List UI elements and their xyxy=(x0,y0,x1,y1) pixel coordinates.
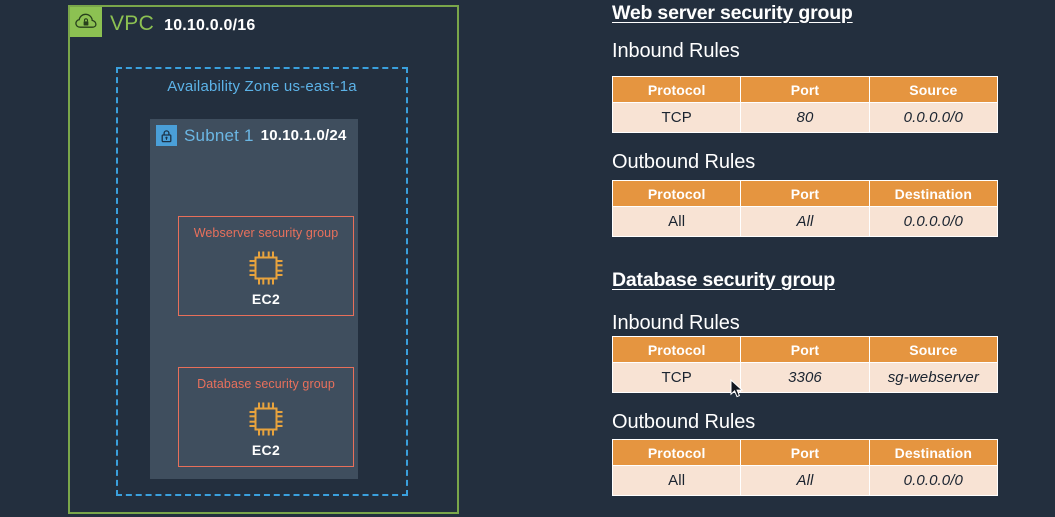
cpu-chip-icon xyxy=(247,400,285,438)
vpc-title: VPC 10.10.0.0/16 xyxy=(110,12,255,36)
table-header-row: Protocol Port Source xyxy=(611,336,999,363)
security-group-rules-panel: Web server security group Inbound Rules … xyxy=(611,0,1012,517)
availability-zone-container: Availability Zone us-east-1a Subnet 1 10… xyxy=(116,67,408,496)
cell-source: 0.0.0.0/0 xyxy=(868,102,999,133)
database-ec2-label: EC2 xyxy=(251,442,281,458)
column-header-protocol: Protocol xyxy=(611,439,742,466)
cell-protocol: All xyxy=(611,465,742,496)
column-header-protocol: Protocol xyxy=(611,336,742,363)
table-row: All All 0.0.0.0/0 xyxy=(611,206,999,237)
cell-port: 3306 xyxy=(740,362,870,393)
web-inbound-rules-subheading: Inbound Rules xyxy=(612,40,740,62)
cell-port: All xyxy=(740,465,870,496)
db-outbound-rules-subheading: Outbound Rules xyxy=(612,411,756,433)
cell-protocol: TCP xyxy=(611,102,742,133)
webserver-security-group-title: Webserver security group xyxy=(193,226,339,240)
column-header-port: Port xyxy=(740,439,870,466)
cell-port: 80 xyxy=(740,102,870,133)
web-server-security-group-heading: Web server security group xyxy=(612,2,853,24)
column-header-protocol: Protocol xyxy=(611,180,742,207)
database-security-group-title: Database security group xyxy=(197,377,335,391)
table-row: TCP 80 0.0.0.0/0 xyxy=(611,102,999,133)
table-header-row: Protocol Port Destination xyxy=(611,180,999,207)
table-header-row: Protocol Port Source xyxy=(611,76,999,103)
vpc-label: VPC xyxy=(110,12,155,35)
column-header-port: Port xyxy=(740,180,870,207)
padlock-icon xyxy=(156,125,177,146)
cell-port: All xyxy=(740,206,870,237)
table-row: All All 0.0.0.0/0 xyxy=(611,465,999,496)
database-security-group-box: Database security group xyxy=(178,367,354,467)
database-security-group-heading: Database security group xyxy=(612,269,835,291)
vpc-cidr: 10.10.0.0/16 xyxy=(164,17,256,34)
subnet-container: Subnet 1 10.10.1.0/24 Webserver security… xyxy=(150,119,358,479)
cell-protocol: All xyxy=(611,206,742,237)
column-header-protocol: Protocol xyxy=(611,76,742,103)
db-outbound-rules-table: Protocol Port Destination All All 0.0.0.… xyxy=(611,439,999,496)
table-header-row: Protocol Port Destination xyxy=(611,439,999,466)
table-row: TCP 3306 sg-webserver xyxy=(611,362,999,393)
column-header-source: Source xyxy=(868,76,999,103)
subnet-cidr: 10.10.1.0/24 xyxy=(260,127,347,144)
vpc-cloud-lock-icon xyxy=(70,7,102,37)
cpu-chip-icon xyxy=(247,249,285,287)
availability-zone-label: Availability Zone us-east-1a xyxy=(167,78,357,95)
webserver-security-group-box: Webserver security group xyxy=(178,216,354,316)
vpc-container: VPC 10.10.0.0/16 Availability Zone us-ea… xyxy=(68,5,459,514)
cell-source: sg-webserver xyxy=(868,362,999,393)
cell-protocol: TCP xyxy=(611,362,742,393)
db-inbound-rules-subheading: Inbound Rules xyxy=(612,312,740,334)
web-outbound-rules-subheading: Outbound Rules xyxy=(612,151,756,173)
cell-destination: 0.0.0.0/0 xyxy=(868,465,999,496)
db-inbound-rules-table: Protocol Port Source TCP 3306 sg-webserv… xyxy=(611,336,999,393)
column-header-destination: Destination xyxy=(868,180,999,207)
subnet-label: Subnet 1 xyxy=(184,125,254,145)
web-inbound-rules-table: Protocol Port Source TCP 80 0.0.0.0/0 xyxy=(611,76,999,133)
cell-destination: 0.0.0.0/0 xyxy=(868,206,999,237)
column-header-destination: Destination xyxy=(868,439,999,466)
column-header-source: Source xyxy=(868,336,999,363)
subnet-header: Subnet 1 10.10.1.0/24 xyxy=(156,125,346,146)
webserver-ec2-label: EC2 xyxy=(251,291,281,307)
web-outbound-rules-table: Protocol Port Destination All All 0.0.0.… xyxy=(611,180,999,237)
column-header-port: Port xyxy=(740,336,870,363)
column-header-port: Port xyxy=(740,76,870,103)
